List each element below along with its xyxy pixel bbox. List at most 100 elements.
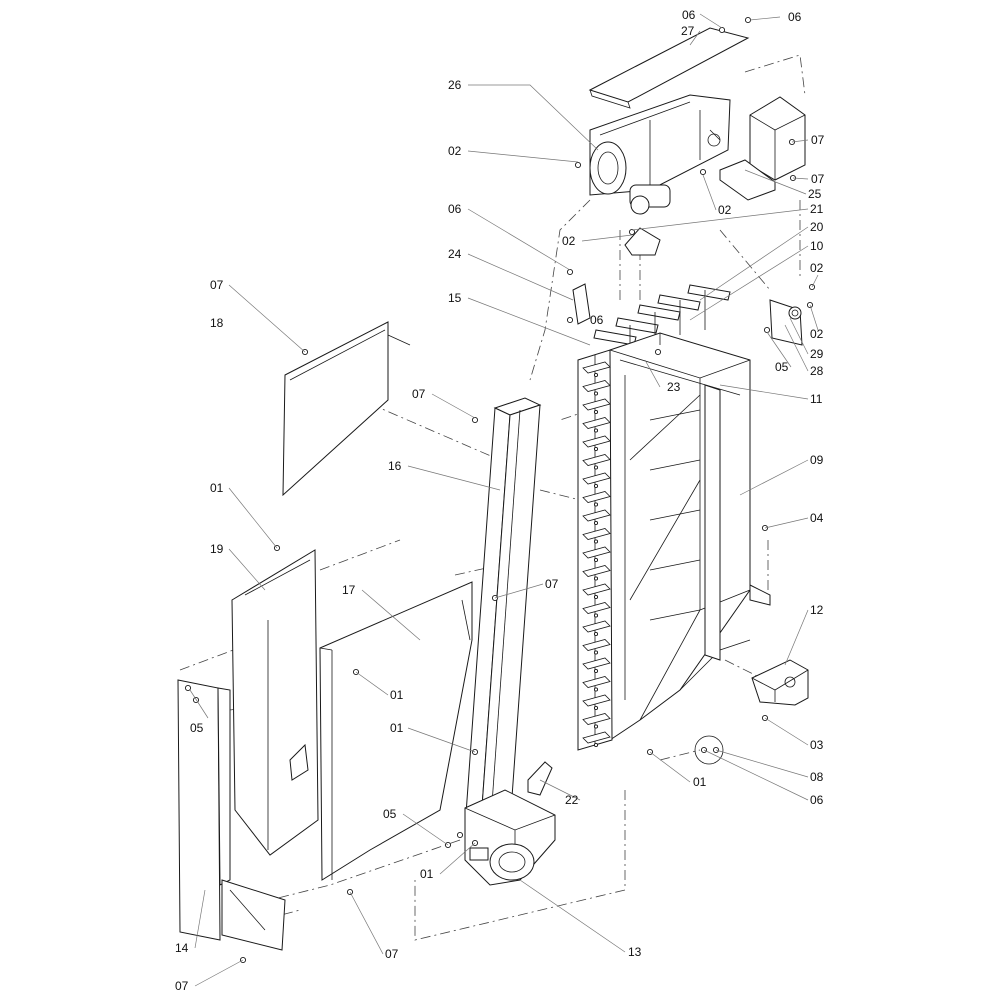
chain-link (593, 502, 599, 507)
screw (574, 161, 582, 169)
leader-line (467, 208, 571, 271)
callout-06-top-left: 06 (682, 8, 696, 22)
chain-link (593, 428, 599, 433)
callout-29: 29 (810, 347, 824, 361)
bucket (582, 361, 611, 374)
chain-link (593, 520, 599, 526)
bucket (582, 657, 611, 670)
screw (654, 348, 662, 356)
leader-line (792, 177, 809, 180)
callout-18: 18 (210, 316, 224, 330)
callout-07-panel18: 07 (210, 278, 224, 292)
leader-line (467, 150, 579, 163)
callout-12: 12 (810, 603, 824, 617)
callout-05-plate: 05 (190, 721, 204, 735)
callout-06-chain: 06 (590, 313, 604, 327)
callout-02-bearing: 02 (810, 327, 824, 341)
part-17-front-panel (319, 581, 473, 881)
callout-25: 25 (808, 187, 822, 201)
bucket (582, 380, 611, 392)
bucket (582, 454, 611, 466)
part-09-elevator-housing (609, 332, 771, 741)
callout-07-mid: 07 (545, 577, 559, 591)
screw (566, 268, 574, 276)
callout-01-channel: 01 (390, 721, 404, 735)
callout-07-channel: 07 (412, 387, 426, 401)
leader-line (355, 671, 389, 696)
chain-link (593, 446, 599, 452)
leader-line (439, 842, 476, 875)
callout-19: 19 (210, 542, 224, 556)
callout-02-head: 02 (448, 144, 462, 158)
callout-labels: 06 06 27 26 07 02 07 25 02 06 21 02 20 1… (175, 8, 825, 993)
chain-link (593, 576, 599, 581)
bucket (582, 398, 611, 411)
bucket (582, 713, 611, 725)
screw (184, 684, 192, 692)
bucket (582, 546, 611, 559)
part-15-bucket-chain (577, 349, 613, 751)
screw (763, 326, 771, 334)
callout-07-guard: 07 (811, 133, 825, 147)
leader-line (189, 689, 209, 719)
chain-link (593, 705, 599, 711)
chain-link (593, 613, 599, 618)
chain-link (593, 372, 599, 378)
screw (744, 16, 752, 24)
screw (471, 416, 479, 424)
leader-line (431, 393, 476, 419)
chain-link (593, 539, 599, 544)
part-11-guide-rail (704, 384, 721, 661)
screw (456, 831, 464, 839)
part-21-bracket (624, 227, 661, 256)
leader-line (228, 548, 266, 591)
leader-line (689, 245, 809, 321)
callout-05-boot: 05 (383, 807, 397, 821)
chain-link (593, 391, 599, 396)
bucket (582, 694, 611, 707)
bucket (582, 583, 611, 596)
leader-line (631, 208, 809, 231)
callout-17: 17 (342, 583, 356, 597)
leader-line (749, 16, 781, 21)
leader-line (228, 284, 306, 353)
callout-02-drive: 02 (718, 203, 732, 217)
chain-link (593, 409, 599, 415)
leader-line (699, 13, 723, 29)
callout-02-right: 02 (810, 261, 824, 275)
bucket (582, 602, 611, 614)
detail-circle (694, 735, 724, 765)
bucket (582, 491, 611, 503)
callout-07-bottom-left: 07 (175, 979, 189, 993)
chain-link (593, 687, 599, 692)
callout-03: 03 (810, 738, 824, 752)
callout-01-panel19: 01 (210, 481, 224, 495)
bucket (582, 509, 611, 522)
callout-22: 22 (565, 793, 579, 807)
callout-11: 11 (810, 392, 823, 406)
leader-line (811, 274, 819, 288)
part-22-curved-plate (527, 761, 553, 796)
bucket (582, 565, 611, 577)
callout-06-left: 06 (448, 202, 462, 216)
bucket (582, 435, 611, 448)
callout-01-panel17: 01 (390, 688, 404, 702)
leader-line (766, 331, 792, 368)
leader-line (494, 583, 544, 599)
screw (628, 228, 636, 236)
callout-21: 21 (810, 202, 824, 216)
part-24-plate (572, 283, 591, 325)
part-26-drive-head (589, 94, 731, 215)
leader-line (407, 465, 501, 491)
callout-13: 13 (628, 945, 642, 959)
callout-09: 09 (810, 453, 824, 467)
callout-15: 15 (448, 291, 462, 305)
leader-line (764, 517, 809, 529)
callout-20: 20 (810, 220, 824, 234)
leader-line (789, 317, 809, 355)
leader-line (715, 749, 809, 778)
leader-lines (189, 13, 819, 987)
chain-link (593, 483, 599, 489)
